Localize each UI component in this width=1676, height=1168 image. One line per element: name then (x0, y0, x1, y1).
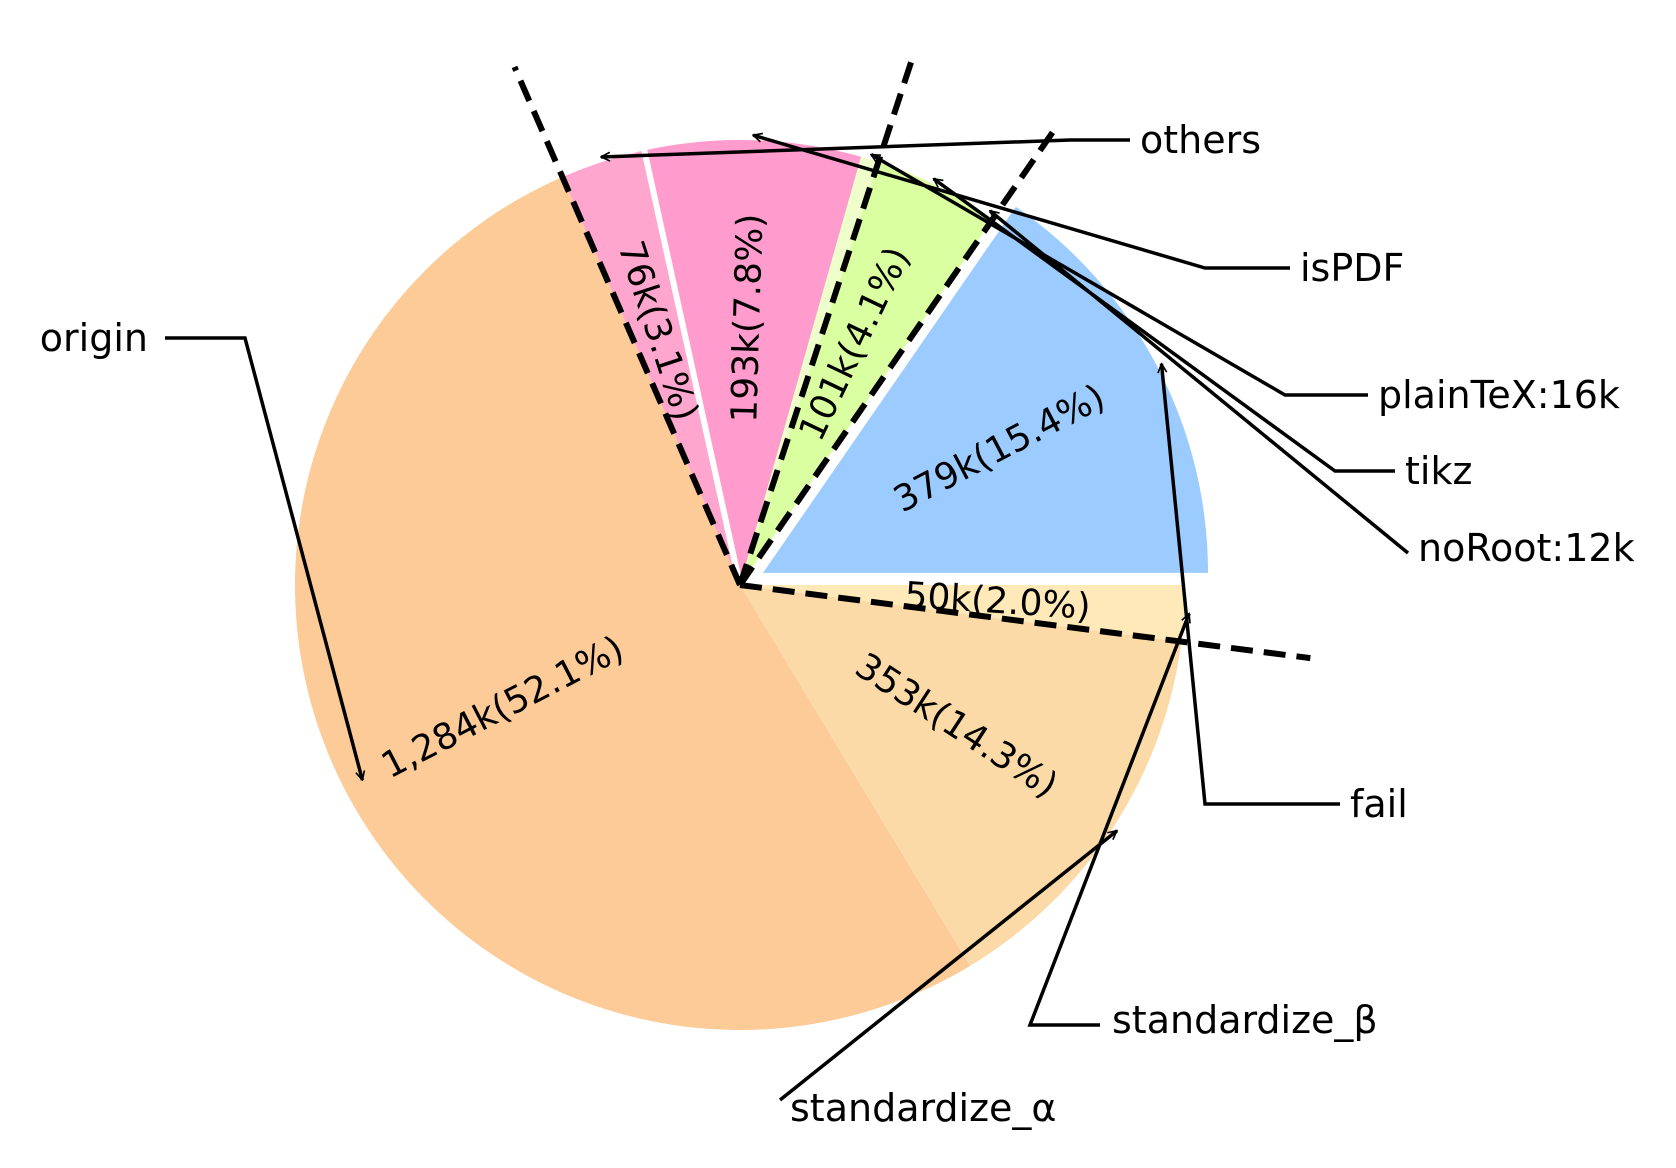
arrow-ispdf (753, 135, 1290, 270)
label-plaintex-16k: plainTeX:16k (1378, 373, 1620, 417)
slice-ispdf (644, 140, 862, 586)
label-ispdf: isPDF (1300, 246, 1404, 290)
label-fail: fail (1350, 782, 1408, 826)
arrow-others (601, 138, 1130, 157)
dashed-line-fail-boundary (737, 130, 1055, 587)
slice-tikz (740, 162, 982, 585)
dashed-line-standardize-boundary (739, 582, 1311, 662)
arrow-standardize (778, 829, 1117, 1102)
annotations: others isPDF plainTeX:16k tikz noRoot:12k fai… (40, 118, 1635, 1130)
label-standardize: standardize_β (1112, 998, 1378, 1042)
slice-origin (294, 176, 970, 1030)
arrow-noroot-12k (990, 209, 1410, 555)
dashed-line-others-boundary (511, 65, 743, 587)
slice-standardize (740, 585, 1182, 966)
arrow-origin (165, 336, 362, 780)
label-origin: origin (40, 316, 148, 360)
label-others: others (1140, 118, 1261, 162)
label-noroot-12k: noRoot:12k (1418, 526, 1635, 570)
arrow-standardize (1027, 614, 1189, 1027)
slice-separator (640, 147, 743, 582)
wedge-label-ispdf: 193k(7.8%) (724, 213, 771, 423)
label-tikz: tikz (1405, 449, 1472, 493)
arrow-fail (1161, 364, 1340, 806)
label-standardize: standardize_α (790, 1086, 1056, 1130)
